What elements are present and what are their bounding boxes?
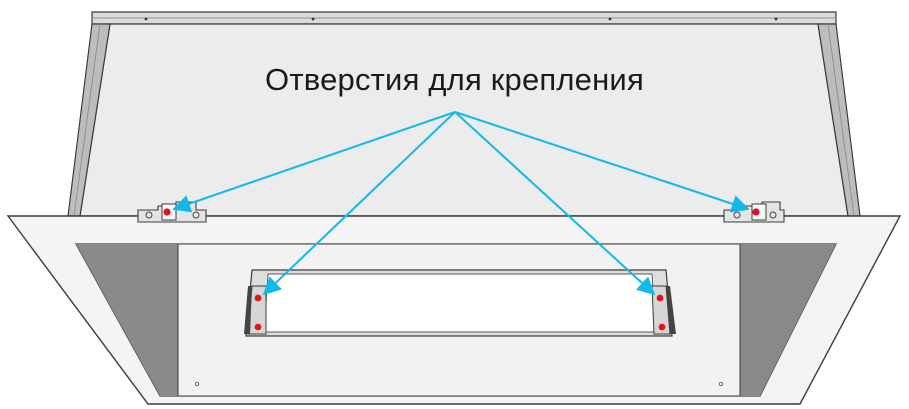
mount-hole-cutout-right-lower [658,323,666,331]
mount-hole-cutout-left-upper [254,294,262,302]
callout-arrows [172,111,750,296]
arrow-to-cutout-left [262,111,456,296]
callout-label: Отверстия для крепления [265,62,644,97]
mount-hole-top-right [752,208,760,216]
arrow-to-top-right [454,111,750,213]
right-dark-panel [740,244,836,396]
left-dark-panel [76,244,178,396]
arrow-to-top-left [172,111,456,213]
mount-hole-cutout-left-lower [254,323,262,331]
arrow-to-cutout-right [454,111,656,296]
mount-hole-top-left [163,208,171,216]
mount-hole-cutout-right-upper [656,294,664,302]
